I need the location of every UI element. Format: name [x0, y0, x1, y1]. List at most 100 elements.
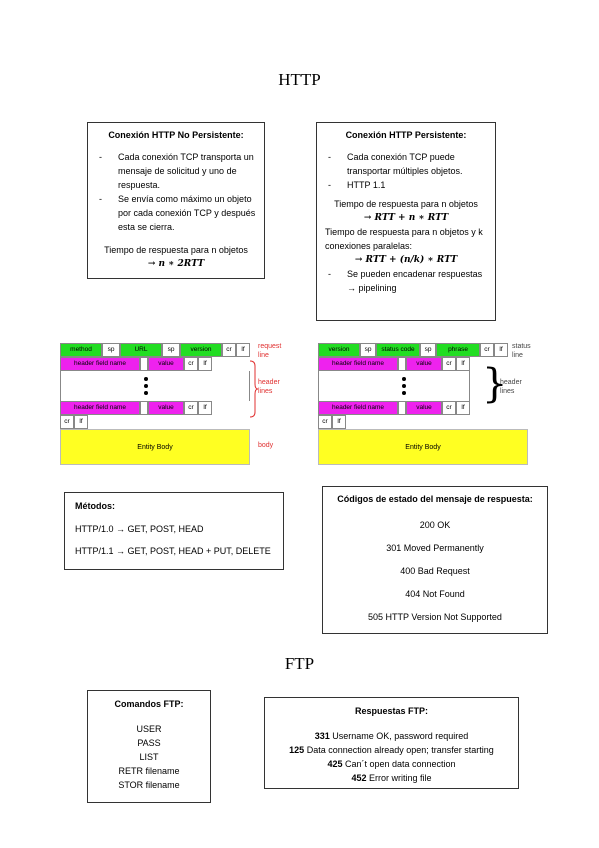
- status-code-item: 404 Not Found: [405, 589, 465, 599]
- response-message-diagram: version sp status code sp phrase cr lf h…: [318, 340, 548, 470]
- ftp-command-item: STOR filename: [118, 780, 180, 790]
- cr-field: cr: [318, 415, 332, 429]
- non-persistent-bullet-2: Se envía como máximo un objeto por cada …: [96, 192, 256, 234]
- status-line-label: status line: [512, 343, 531, 359]
- ftp-response-item: 452 Error writing file: [269, 771, 514, 785]
- persistent-bullet-2: HTTP 1.1: [325, 178, 487, 192]
- status-codes-title: Códigos de estado del mensaje de respues…: [337, 494, 533, 504]
- header-field-name: header field name: [318, 357, 398, 371]
- non-persistent-title: Conexión HTTP No Persistente:: [108, 130, 244, 140]
- cr-field: cr: [184, 357, 198, 371]
- sp-field: sp: [420, 343, 436, 357]
- ftp-response-code: 125: [289, 745, 305, 755]
- sp-field: sp: [360, 343, 376, 357]
- ftp-command-item: RETR filename: [118, 766, 180, 776]
- header-lines-label: header lines: [258, 379, 280, 395]
- request-line-label: request line: [258, 343, 282, 359]
- header-value: value: [406, 401, 442, 415]
- body-label: body: [258, 442, 274, 449]
- header-value: value: [148, 401, 184, 415]
- ftp-response-code: 452: [351, 773, 367, 783]
- ftp-response-item: 125 Data connection already open; transf…: [269, 743, 514, 757]
- persistent-bullet-1: Cada conexión TCP puede transportar múlt…: [325, 150, 487, 178]
- ftp-response-text: Data connection already open; transfer s…: [304, 745, 494, 755]
- lf-field: lf: [198, 357, 212, 371]
- separator-field: [398, 401, 406, 415]
- cr-field: cr: [480, 343, 494, 357]
- persistent-box: Conexión HTTP Persistente: Cada conexión…: [316, 122, 496, 321]
- header-field-name: header field name: [318, 401, 398, 415]
- version-field: version: [180, 343, 222, 357]
- lf-field: lf: [332, 415, 346, 429]
- ftp-command-item: LIST: [139, 752, 159, 762]
- ftp-title: FTP: [284, 654, 315, 673]
- header-lines-brace: [249, 360, 259, 418]
- ftp-responses-title: Respuestas FTP:: [354, 706, 429, 716]
- methods-http11: HTTP/1.1 → GET, POST, HEAD + PUT, DELETE: [75, 546, 271, 556]
- status-code-item: 301 Moved Permanently: [386, 543, 484, 553]
- version-field: version: [318, 343, 360, 357]
- header-value: value: [148, 357, 184, 371]
- separator-field: [140, 357, 148, 371]
- separator-field: [140, 401, 148, 415]
- status-code-item: 200 OK: [419, 520, 451, 530]
- non-persistent-bullet-1: Cada conexión TCP transporta un mensaje …: [96, 150, 256, 192]
- ellipsis-dot: [402, 391, 406, 395]
- header-lines-area: [318, 371, 470, 401]
- cr-field: cr: [60, 415, 74, 429]
- ellipsis-dot: [144, 391, 148, 395]
- ftp-command-item: USER: [136, 724, 162, 734]
- lf-field: lf: [456, 357, 470, 371]
- ftp-response-text: Username OK, password required: [329, 731, 469, 741]
- sp-field: sp: [162, 343, 180, 357]
- ellipsis-dot: [144, 384, 148, 388]
- url-field: URL: [120, 343, 162, 357]
- methods-box: Métodos: HTTP/1.0 → GET, POST, HEAD HTTP…: [64, 492, 284, 570]
- non-persistent-rt-label: Tiempo de respuesta para n objetos: [104, 245, 248, 255]
- ftp-commands-title: Comandos FTP:: [114, 699, 184, 709]
- lf-field: lf: [74, 415, 88, 429]
- persistent-rt-label: Tiempo de respuesta para n objetos: [334, 199, 478, 209]
- ftp-command-item: PASS: [137, 738, 161, 748]
- persistent-title: Conexión HTTP Persistente:: [345, 130, 467, 140]
- request-message-diagram: method sp URL sp version cr lf header fi…: [60, 340, 290, 470]
- status-codes-box: Códigos de estado del mensaje de respues…: [322, 486, 548, 634]
- persistent-rt-k-label: Tiempo de respuesta para n objetos y k c…: [325, 227, 483, 251]
- header-lines-label: header lines: [500, 379, 522, 395]
- lf-field: lf: [494, 343, 508, 357]
- header-field-name: header field name: [60, 401, 140, 415]
- persistent-rt-formula: → RTT + n ∗ RTT: [363, 213, 449, 223]
- ftp-response-item: 425 Can´t open data connection: [269, 757, 514, 771]
- separator-field: [398, 357, 406, 371]
- lf-field: lf: [456, 401, 470, 415]
- entity-body: Entity Body: [318, 429, 528, 465]
- header-value: value: [406, 357, 442, 371]
- ellipsis-dot: [402, 377, 406, 381]
- ftp-response-text: Can´t open data connection: [342, 759, 456, 769]
- method-field: method: [60, 343, 102, 357]
- non-persistent-rt-formula: → n ∗ 2RTT: [147, 259, 205, 269]
- ftp-response-code: 425: [327, 759, 343, 769]
- http-title: HTTP: [278, 70, 321, 89]
- phrase-field: phrase: [436, 343, 480, 357]
- cr-field: cr: [222, 343, 236, 357]
- ellipsis-dot: [402, 384, 406, 388]
- ftp-response-text: Error writing file: [366, 773, 432, 783]
- lf-field: lf: [236, 343, 250, 357]
- status-code-item: 505 HTTP Version Not Supported: [368, 612, 502, 622]
- ftp-commands-box: Comandos FTP: USER PASS LIST RETR filena…: [87, 690, 211, 803]
- status-code-field: status code: [376, 343, 420, 357]
- ellipsis-dot: [144, 377, 148, 381]
- persistent-pipelining-bullet: Se pueden encadenar respuestas → pipelin…: [325, 267, 487, 295]
- cr-field: cr: [184, 401, 198, 415]
- sp-field: sp: [102, 343, 120, 357]
- methods-http10: HTTP/1.0 → GET, POST, HEAD: [75, 524, 204, 534]
- persistent-rt-k-formula: → RTT + (n/k) ∗ RTT: [354, 255, 458, 265]
- lf-field: lf: [198, 401, 212, 415]
- non-persistent-box: Conexión HTTP No Persistente: Cada conex…: [87, 122, 265, 279]
- status-code-item: 400 Bad Request: [400, 566, 470, 576]
- entity-body: Entity Body: [60, 429, 250, 465]
- cr-field: cr: [442, 357, 456, 371]
- ftp-responses-box: Respuestas FTP: 331 Username OK, passwor…: [264, 697, 519, 789]
- header-lines-area: [60, 371, 250, 401]
